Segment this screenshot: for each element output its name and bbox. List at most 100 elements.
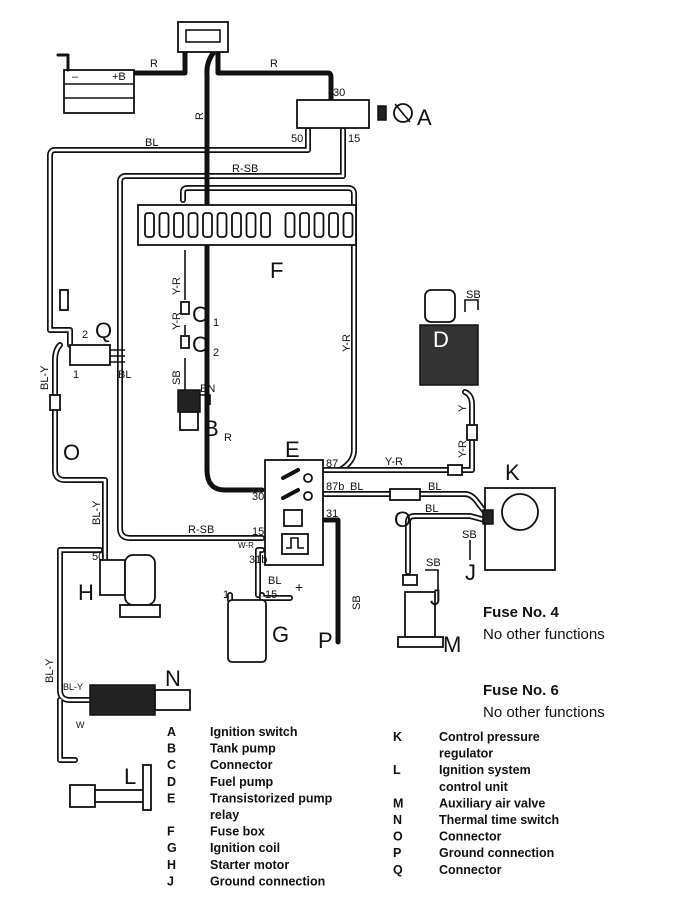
battery-negative-label: – [72, 71, 79, 83]
legend-key: N [393, 813, 402, 827]
wire-label: + [295, 579, 303, 595]
wire-labels: R R R BL R-SB Y-R Y-R SB B N Y-R Y-R BL B… [39, 58, 481, 730]
wire-label: BL-Y [44, 658, 56, 683]
legend-description: Tank pump [210, 742, 276, 756]
fuse [245, 212, 257, 238]
ignition-coil: G 1 15 [223, 589, 289, 663]
legend-description: Ground connection [210, 874, 325, 888]
connector-c1 [180, 301, 190, 315]
wire-label: R [150, 58, 158, 70]
fuse-notes: Fuse No. 4 No other functions Fuse No. 6… [483, 604, 605, 721]
starter-motor: H 50 [78, 551, 161, 618]
wire-label: R [270, 58, 278, 70]
control-pressure-regulator: K [482, 460, 556, 571]
legend-key: M [393, 796, 403, 810]
legend-key: G [167, 841, 177, 855]
fuse [231, 212, 242, 238]
legend-key: H [167, 858, 176, 872]
fuse [299, 212, 310, 238]
label-B: B [204, 416, 219, 441]
terminal-87b-label: 87b [326, 481, 344, 493]
label-G: G [272, 622, 289, 647]
wire-label: SB [466, 289, 481, 301]
wire-label: SB [426, 557, 441, 569]
wire-label: SB [171, 370, 183, 385]
label-B-sub: R [224, 432, 232, 444]
label-J-left: J [430, 585, 441, 610]
legend-key: B [167, 742, 176, 756]
wire-label: R-SB [188, 524, 214, 536]
terminal-15-label: 15 [348, 133, 360, 145]
legend-description: Ground connection [439, 846, 554, 860]
battery-positive-label: +B [112, 71, 126, 83]
label-M: M [443, 632, 461, 657]
legend-description: Connector [439, 830, 502, 844]
label-O-right: O [394, 507, 411, 532]
legend-key: A [167, 725, 176, 739]
label-E: E [285, 437, 300, 462]
legend-key: D [167, 775, 176, 789]
connector-q: Q 2 1 [59, 289, 125, 381]
wire-label: Y-R [457, 440, 469, 458]
wire-label: Y-R [171, 312, 183, 330]
terminal-30-relay-label: 30 [252, 491, 264, 503]
label-D: D [433, 327, 449, 352]
legend-key: J [167, 874, 174, 888]
note-title: Fuse No. 4 [483, 604, 560, 621]
fuse [202, 212, 213, 238]
thermal-time-switch: N [89, 666, 191, 716]
label-J-right: J [465, 560, 476, 585]
wire-label: BL-Y [63, 682, 83, 692]
ignition-control-unit: L [69, 764, 152, 811]
coil-terminal-15-label: 15 [265, 589, 277, 601]
wire-label: BL-Y [39, 365, 51, 390]
label-L: L [124, 764, 136, 789]
fuse [144, 212, 155, 238]
legend-description: Ignition switch [210, 725, 298, 739]
wire-label: SB [351, 595, 363, 610]
fuel-pump: D [419, 289, 479, 386]
label-A: A [417, 105, 432, 130]
label-C1: C [192, 302, 208, 327]
wire-label: BL [268, 575, 281, 587]
connector-y-r [447, 464, 463, 476]
legend-description: Ignition system [439, 763, 531, 777]
fuse [216, 212, 228, 238]
wire-label: R [194, 112, 206, 120]
legend-key: L [393, 763, 401, 777]
connector-c2 [180, 335, 190, 349]
terminal-15-relay-label: 15 [252, 526, 264, 538]
legend-key: P [393, 846, 401, 860]
q-terminal-1-label: 1 [73, 369, 79, 381]
legend-description: relay [210, 808, 239, 822]
power-wires [130, 47, 479, 645]
terminal-31-label: 31 [326, 508, 338, 520]
terminal-50-label: 50 [291, 133, 303, 145]
label-F: F [270, 258, 283, 283]
wire-label: W-R [238, 541, 254, 550]
legend-description: Starter motor [210, 858, 289, 872]
wire-label: BL [428, 481, 441, 493]
terminal-31b-label: 31b [249, 554, 267, 566]
legend-description: Connector [210, 758, 273, 772]
label-K: K [505, 460, 520, 485]
fuse [158, 212, 170, 238]
wire-label: Y-R [385, 456, 403, 468]
fuse [342, 212, 354, 238]
fuse [260, 212, 271, 238]
wire-label: BL [118, 369, 131, 381]
connector-o-left [49, 394, 61, 411]
label-C2-sub: 2 [213, 347, 219, 359]
starter-terminal-50-label: 50 [92, 551, 104, 563]
label-H: H [78, 580, 94, 605]
label-O-left: O [63, 440, 80, 465]
note-title: Fuse No. 6 [483, 682, 559, 699]
legend-description: Thermal time switch [439, 813, 559, 827]
legend-description: Fuse box [210, 825, 265, 839]
wire-label: BL [145, 137, 158, 149]
wire-label: Y-R [171, 277, 183, 295]
connector-o [389, 488, 421, 501]
label-P: P [318, 628, 333, 653]
tank-pump: B R [177, 389, 232, 444]
pump-relay: E 87 87b 31 30 15 31b [249, 437, 344, 566]
